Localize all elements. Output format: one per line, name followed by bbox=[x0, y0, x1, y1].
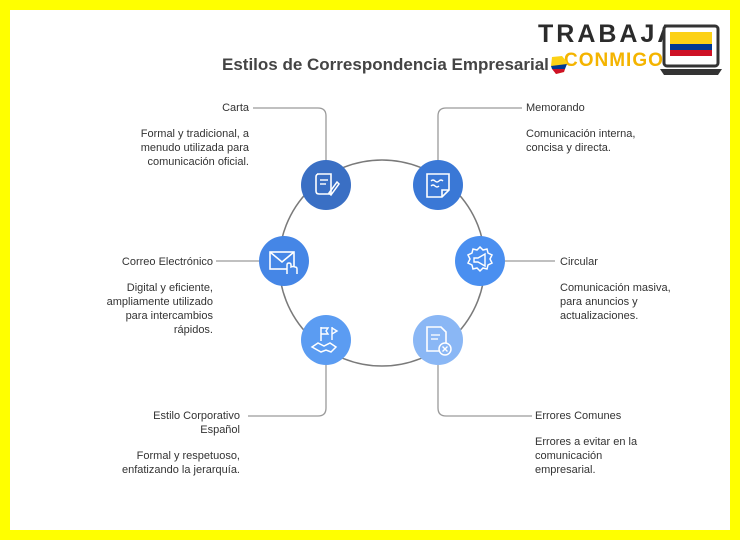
correo-title: Correo Electrónico bbox=[121, 256, 213, 268]
colombia-map-icon bbox=[551, 56, 567, 74]
node-correo bbox=[259, 236, 309, 286]
estilo-title-2: Español bbox=[200, 424, 240, 436]
megaphone-badge-icon bbox=[455, 236, 505, 286]
connector-carta bbox=[253, 107, 327, 162]
circular-desc-2: para anuncios y bbox=[560, 296, 638, 308]
memo-note-icon bbox=[413, 160, 463, 210]
errores-desc-2: comunicación bbox=[535, 450, 603, 462]
label-errores: Errores Comunes Errores a evitar en la c… bbox=[535, 409, 705, 477]
logo-line2: CONMIGO bbox=[564, 50, 664, 71]
document-error-icon bbox=[413, 315, 463, 365]
correo-desc-2: ampliamente utilizado bbox=[106, 296, 213, 308]
handshake-flag-icon bbox=[301, 315, 351, 365]
carta-desc-1: Formal y tradicional, a bbox=[140, 128, 249, 140]
circular-title: Circular bbox=[560, 256, 598, 268]
diagram-canvas: Estilos de Correspondencia Empresarial T… bbox=[10, 10, 730, 530]
logo-line1: TRABAJA bbox=[538, 20, 679, 48]
errores-desc-3: empresarial. bbox=[535, 464, 596, 476]
errores-desc-1: Errores a evitar en la bbox=[535, 436, 638, 448]
estilo-title-1: Estilo Corporativo bbox=[153, 410, 240, 422]
node-estilo bbox=[301, 315, 351, 365]
connector-errores bbox=[437, 365, 532, 417]
correo-desc-1: Digital y eficiente, bbox=[126, 282, 213, 294]
estilo-desc-1: Formal y respetuoso, bbox=[136, 450, 240, 462]
envelope-hand-icon bbox=[259, 236, 309, 286]
label-circular: Circular Comunicación masiva, para anunc… bbox=[560, 255, 720, 323]
correo-desc-4: rápidos. bbox=[173, 324, 213, 336]
node-errores bbox=[413, 315, 463, 365]
memorando-desc-1: Comunicación interna, bbox=[526, 128, 636, 140]
node-memorando bbox=[413, 160, 463, 210]
memorando-title: Memorando bbox=[526, 102, 585, 114]
estilo-desc-2: enfatizando la jerarquía. bbox=[121, 464, 240, 476]
brand-logo: TRABAJA CONMIGO bbox=[538, 18, 726, 84]
label-memorando: Memorando Comunicación interna, concisa … bbox=[526, 101, 696, 155]
carta-desc-2: menudo utilizada para bbox=[140, 142, 249, 154]
correo-desc-3: para intercambios bbox=[125, 310, 213, 322]
connector-memorando bbox=[437, 107, 522, 162]
label-estilo: Estilo Corporativo Español Formal y resp… bbox=[70, 409, 240, 477]
circular-desc-3: actualizaciones. bbox=[560, 310, 639, 322]
label-carta: Carta Formal y tradicional, a menudo uti… bbox=[89, 101, 249, 169]
node-circular bbox=[455, 236, 505, 286]
circular-desc-1: Comunicación masiva, bbox=[560, 282, 671, 294]
connector-estilo bbox=[248, 365, 327, 417]
node-carta bbox=[301, 160, 351, 210]
carta-title: Carta bbox=[222, 102, 249, 114]
scroll-pen-icon bbox=[301, 160, 351, 210]
carta-desc-3: comunicación oficial. bbox=[147, 156, 250, 168]
memorando-desc-2: concisa y directa. bbox=[526, 142, 611, 154]
errores-title: Errores Comunes bbox=[535, 410, 622, 422]
page-title: Estilos de Correspondencia Empresarial bbox=[222, 55, 549, 74]
laptop-flag-icon bbox=[660, 24, 722, 75]
label-correo: Correo Electrónico Digital y eficiente, … bbox=[53, 255, 213, 337]
